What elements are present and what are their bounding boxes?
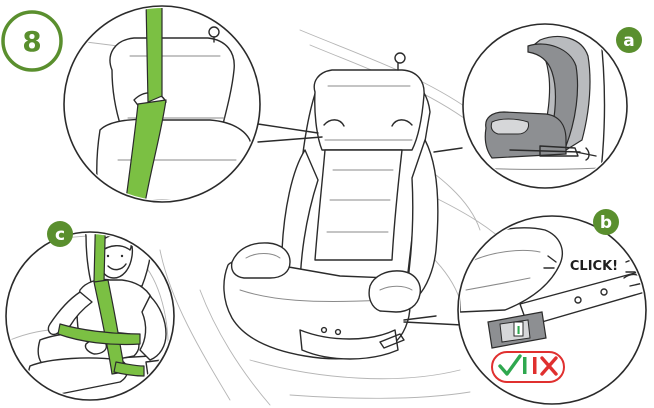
- badge-a-label: a: [623, 31, 634, 51]
- red-indicator-bar: [533, 357, 537, 374]
- inset-isofix-click-indicator: I CLICK! b: [458, 209, 652, 404]
- click-label: CLICK!: [570, 259, 618, 274]
- check-cross-indicator: [492, 352, 564, 382]
- step-number: 8: [22, 25, 41, 58]
- inset-child-belted: c: [6, 200, 174, 400]
- inset-isofix-side-view: a: [463, 24, 642, 188]
- indicator-mark: I: [516, 324, 520, 337]
- inset-headrest-belt-guide: [60, 0, 260, 260]
- green-indicator-bar: [523, 357, 527, 374]
- badge-b-label: b: [600, 213, 612, 233]
- badge-c-label: c: [55, 225, 65, 245]
- step-number-badge: 8: [3, 12, 61, 70]
